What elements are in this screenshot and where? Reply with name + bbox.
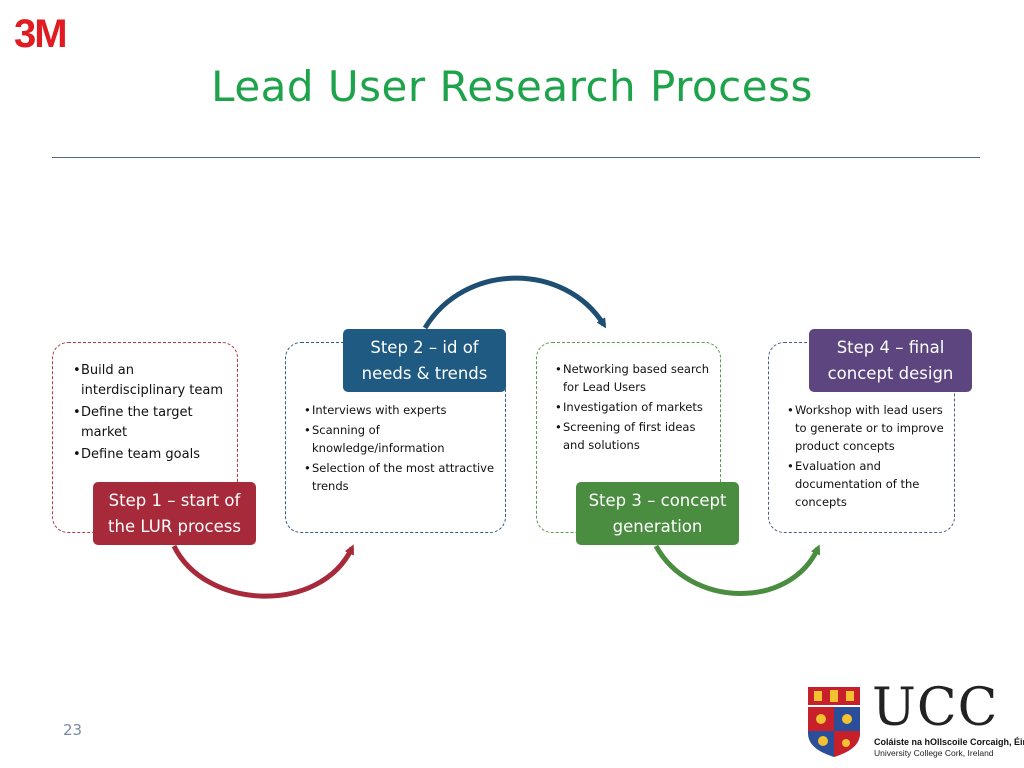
- list-item: Build an interdisciplinary team: [73, 361, 233, 401]
- step3-label: Step 3 – concept generation: [576, 482, 739, 545]
- list-item: Scanning of knowledge/information: [304, 421, 502, 457]
- arrow-step3-to-step4: [653, 544, 821, 596]
- list-item: Evaluation and documentation of the conc…: [787, 457, 947, 511]
- list-item: Workshop with lead users to generate or …: [787, 401, 947, 455]
- step2-label: Step 2 – id of needs & trends: [343, 329, 506, 392]
- list-item: Investigation of markets: [555, 398, 715, 416]
- list-item: Screening of first ideas and solutions: [555, 418, 715, 454]
- ucc-wordmark: UCC: [872, 678, 999, 738]
- arrow-step2-to-step3: [422, 275, 607, 330]
- page-number: 23: [63, 721, 83, 739]
- 3m-logo: 3M: [14, 12, 68, 56]
- slide-title: Lead User Research Process: [211, 62, 813, 111]
- ucc-irish-name: Coláiste na hOllscoile Corcaigh, Éire: [874, 737, 1024, 747]
- arrow-step1-to-step2: [171, 544, 355, 599]
- list-item: Define team goals: [73, 445, 233, 465]
- list-item: Interviews with experts: [304, 401, 502, 419]
- list-item: Selection of the most attractive trends: [304, 459, 502, 495]
- list-item: Networking based search for Lead Users: [555, 360, 715, 396]
- step4-label: Step 4 – final concept design: [809, 329, 972, 392]
- step1-label: Step 1 – start of the LUR process: [93, 482, 256, 545]
- ucc-english-name: University College Cork, Ireland: [874, 748, 994, 758]
- ucc-crest-icon: [808, 687, 860, 757]
- title-divider: [52, 157, 980, 158]
- list-item: Define the target market: [73, 403, 233, 443]
